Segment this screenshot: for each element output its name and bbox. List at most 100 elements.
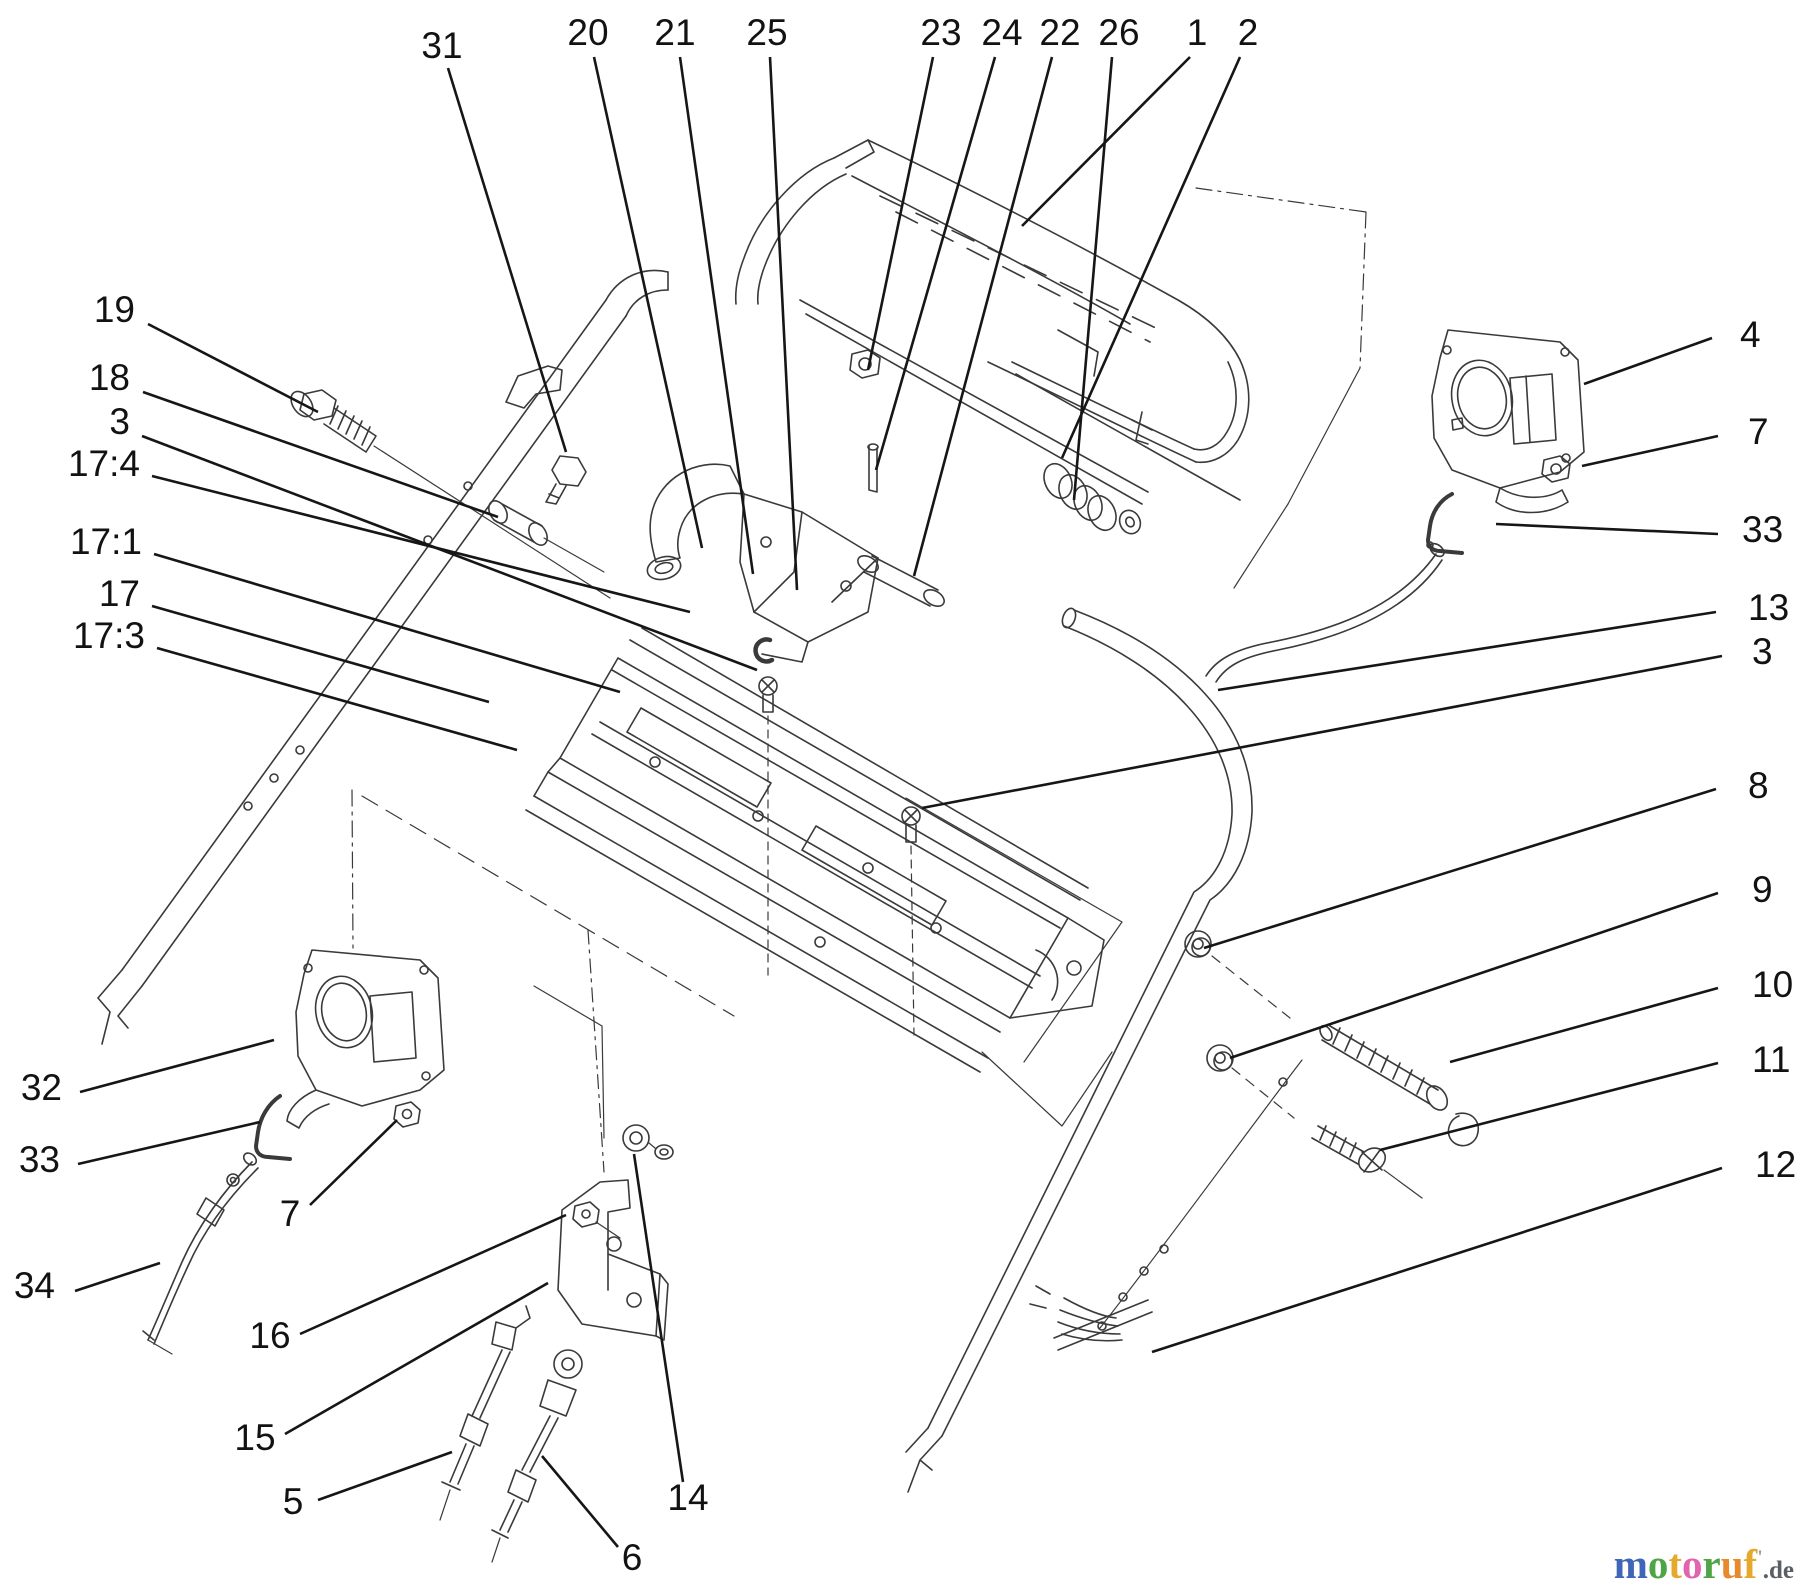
bolt-part10 xyxy=(1319,1024,1449,1111)
part-number-label: 16 xyxy=(249,1315,290,1356)
logo-letter: o xyxy=(1682,1541,1703,1587)
callout-3: 3 xyxy=(921,631,1773,810)
part-number-label: 2 xyxy=(1238,12,1259,53)
leader-line xyxy=(151,474,691,614)
screw-part3-left xyxy=(758,676,778,976)
callout-7: 7 xyxy=(280,1119,398,1234)
mount-bracket-part15 xyxy=(557,929,674,1341)
callout-34: 34 xyxy=(14,1261,161,1306)
callout-5: 5 xyxy=(283,1450,453,1522)
leader-line xyxy=(1151,1166,1723,1354)
watermark-logo[interactable]: motoruf'.de xyxy=(1614,1544,1794,1585)
part-number-label: 8 xyxy=(1748,765,1769,806)
callout-21: 21 xyxy=(654,12,755,575)
cable-part5 xyxy=(439,1305,531,1521)
part-number-label: 14 xyxy=(667,1477,708,1518)
part-number-label: 9 xyxy=(1752,869,1773,910)
leader-line xyxy=(592,56,704,549)
callout-20: 20 xyxy=(567,12,704,549)
lever-bracket-assembly xyxy=(646,349,945,664)
leader-line xyxy=(1449,986,1719,1064)
leader-line xyxy=(147,322,319,414)
part-number-label: 11 xyxy=(1752,1039,1790,1080)
washer-part8 xyxy=(1184,930,1291,1019)
part-number-label: 22 xyxy=(1039,12,1080,53)
bolt-part19 xyxy=(290,389,611,599)
logo-mark: ' xyxy=(1757,1546,1763,1569)
callout-24: 24 xyxy=(874,12,1023,471)
callout-33: 33 xyxy=(1495,509,1783,550)
leader-line xyxy=(768,56,799,591)
callout-23: 23 xyxy=(866,12,962,371)
cable-tie-part12 xyxy=(1029,1285,1153,1351)
callout-14: 14 xyxy=(632,1153,709,1518)
part-number-label: 3 xyxy=(1752,631,1773,672)
part-number-label: 19 xyxy=(94,289,135,330)
washer-part9 xyxy=(1206,1044,1295,1119)
leader-line xyxy=(1203,787,1717,950)
part-number-label: 3 xyxy=(109,401,130,442)
leader-line xyxy=(299,1213,567,1336)
leader-line xyxy=(317,1450,453,1502)
cable-part6 xyxy=(491,1349,583,1563)
throttle-control-part4 xyxy=(1205,329,1585,683)
leader-line xyxy=(151,604,490,704)
callout-22: 22 xyxy=(912,12,1081,577)
leader-line xyxy=(1583,336,1713,386)
logo-letter: o xyxy=(1647,1541,1669,1587)
leader-line xyxy=(1495,522,1719,536)
leader-line xyxy=(1021,56,1191,227)
spacer-part18 xyxy=(488,500,605,573)
callout-2: 2 xyxy=(1060,12,1259,459)
leader-line xyxy=(866,56,935,371)
callout-25: 25 xyxy=(746,12,799,591)
callout-10: 10 xyxy=(1449,964,1793,1064)
part-number-label: 21 xyxy=(654,12,695,53)
callout-12: 12 xyxy=(1151,1144,1796,1354)
part-number-label: 32 xyxy=(21,1067,62,1108)
leader-line xyxy=(678,56,755,575)
part-number-label: 1 xyxy=(1187,12,1208,53)
j-clip xyxy=(1447,1112,1479,1147)
callout-17: 17 xyxy=(99,573,490,704)
leader-line xyxy=(874,56,997,471)
part-number-label: 6 xyxy=(622,1537,643,1578)
logo-letter: u xyxy=(1720,1541,1744,1587)
part-number-label: 10 xyxy=(1752,964,1793,1005)
logo-letter: r xyxy=(1702,1541,1721,1587)
screw-part11 xyxy=(1311,1125,1423,1199)
leader-line xyxy=(77,1120,261,1166)
callout-15: 15 xyxy=(234,1281,549,1458)
leader-line xyxy=(446,67,568,453)
part-number-label: 34 xyxy=(14,1265,55,1306)
callout-17:4: 17:4 xyxy=(68,443,691,614)
part-number-label: 15 xyxy=(234,1417,275,1458)
leader-line xyxy=(1379,1061,1719,1152)
leader-line xyxy=(74,1261,161,1293)
part-number-label: 33 xyxy=(19,1139,60,1180)
part-number-label: 33 xyxy=(1742,509,1783,550)
leader-line xyxy=(1072,56,1114,501)
logo-letter: f xyxy=(1743,1541,1758,1587)
callout-1: 1 xyxy=(1021,12,1208,227)
part-number-label: 12 xyxy=(1755,1144,1796,1185)
upper-handle-shroud-part1 xyxy=(734,139,1250,505)
part-number-label: 13 xyxy=(1748,587,1789,628)
callout-11: 11 xyxy=(1379,1039,1790,1152)
throttle-control-part32 xyxy=(142,949,445,1355)
logo-suffix: .de xyxy=(1762,1557,1794,1584)
screw-part31 xyxy=(545,455,587,505)
part-number-label: 17 xyxy=(99,573,140,614)
callout-32: 32 xyxy=(21,1038,275,1108)
callout-4: 4 xyxy=(1583,314,1761,386)
part-number-label: 20 xyxy=(567,12,608,53)
leader-line xyxy=(1217,610,1717,692)
part-number-label: 23 xyxy=(920,12,961,53)
leader-line xyxy=(912,56,1054,577)
part-number-label: 31 xyxy=(421,25,462,66)
callout-8: 8 xyxy=(1203,765,1769,950)
callout-17:1: 17:1 xyxy=(70,521,621,694)
part-number-label: 17:3 xyxy=(73,615,145,656)
callout-16: 16 xyxy=(249,1213,567,1356)
